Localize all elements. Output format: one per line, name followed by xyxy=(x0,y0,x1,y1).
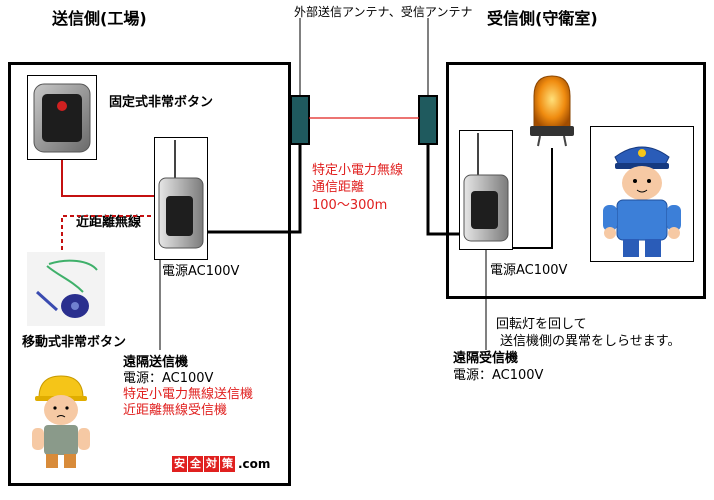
fixed-emergency-button-image xyxy=(27,75,97,160)
sender-antenna-cable xyxy=(208,144,302,234)
remote-transmitter-image xyxy=(154,137,208,260)
sender-power-label: 電源AC100V xyxy=(162,264,240,279)
logo-char-1: 安 xyxy=(172,456,187,472)
logo-domain: .com xyxy=(238,457,271,471)
fixed-button-wire xyxy=(61,160,154,197)
fixed-emergency-button-icon xyxy=(33,83,91,153)
sender-title: 送信側(工場) xyxy=(52,9,147,28)
guard-icon xyxy=(603,146,681,257)
logo-char-3: 対 xyxy=(204,456,219,472)
mobile-emergency-button-label: 移動式非常ボタン xyxy=(22,335,127,350)
receiver-box xyxy=(446,62,706,299)
remote-transmitter-power: 電源：AC100V xyxy=(123,371,214,386)
remote-transmitter-spec-1: 特定小電力無線送信機 xyxy=(123,387,254,402)
remote-transmitter-icon xyxy=(158,140,204,249)
worker-illustration xyxy=(22,370,100,472)
remote-transmitter-name: 遠隔送信機 xyxy=(123,355,189,370)
worker-icon xyxy=(32,375,90,468)
remote-receiver-image xyxy=(459,130,513,250)
receiver-power-label: 電源AC100V xyxy=(490,263,568,278)
short-range-wireless-label: 近距離無線 xyxy=(74,215,144,231)
link-label-line-2: 通信距離 xyxy=(312,180,365,195)
link-label-line-1: 特定小電力無線 xyxy=(312,163,404,178)
rotating-lamp-image xyxy=(522,70,582,148)
receiver-antenna xyxy=(418,95,438,145)
receiver-note-line-1: 回転灯を回して xyxy=(496,317,587,332)
fixed-emergency-button-label: 固定式非常ボタン xyxy=(109,95,214,110)
anzen-taisaku-logo: 安 全 対 策 .com xyxy=(172,456,270,472)
remote-receiver-power: 電源：AC100V xyxy=(453,368,544,383)
receiver-note-line-2: 送信機側の異常をしらせます。 xyxy=(500,334,681,349)
mobile-emergency-button-icon xyxy=(27,252,105,326)
short-range-wireless-link xyxy=(61,215,154,250)
sender-box xyxy=(8,62,291,486)
remote-transmitter-spec-2: 近距離無線受信機 xyxy=(123,403,228,418)
logo-char-2: 全 xyxy=(188,456,203,472)
receiver-antenna-cable xyxy=(426,144,459,236)
link-label-line-3: 100〜300m xyxy=(312,198,388,213)
remote-receiver-name: 遠隔受信機 xyxy=(453,351,519,366)
lamp-cable xyxy=(513,148,553,249)
guard-illustration xyxy=(590,126,694,262)
mobile-emergency-button-image xyxy=(27,252,105,326)
logo-char-4: 策 xyxy=(220,456,235,472)
antenna-label: 外部送信アンテナ、受信アンテナ xyxy=(294,5,473,19)
remote-receiver-icon xyxy=(463,133,509,242)
receiver-title: 受信側(守衛室) xyxy=(487,9,598,28)
rotating-lamp-icon xyxy=(530,75,574,147)
sender-antenna xyxy=(290,95,310,145)
